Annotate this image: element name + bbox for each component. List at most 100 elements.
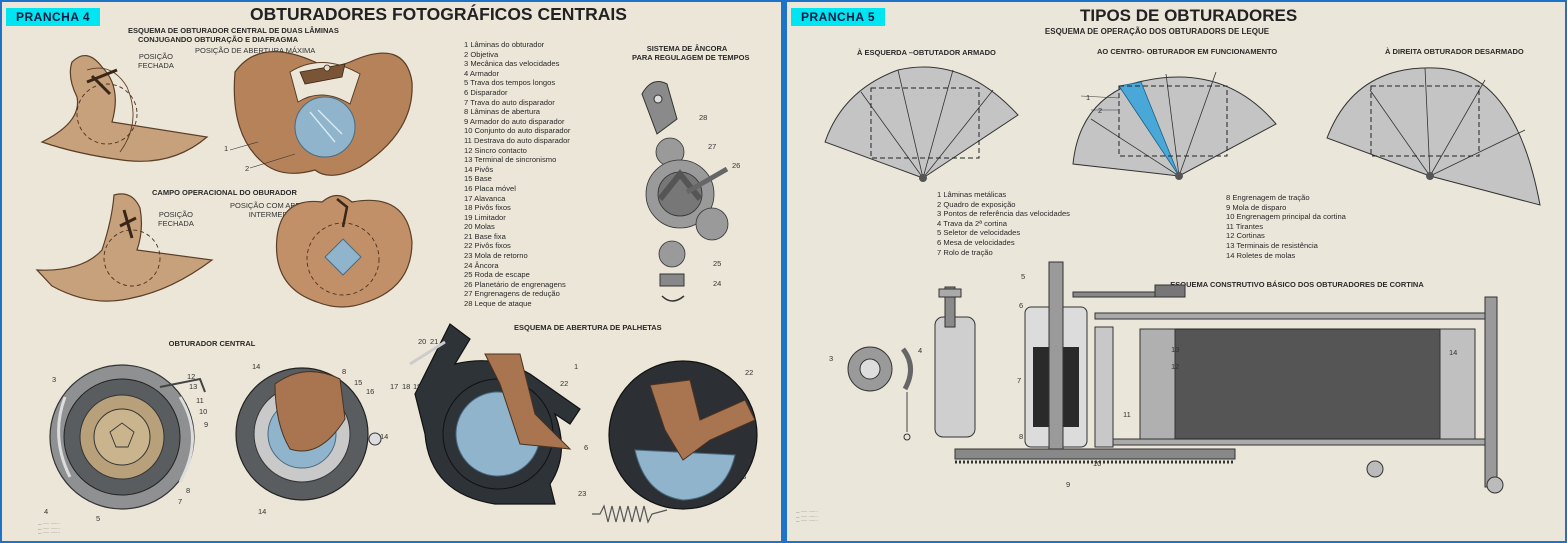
ref-28: 28 xyxy=(699,113,708,122)
legend-4-item: 2 Objetiva xyxy=(464,49,499,59)
legend-5-left-item: 7 Rolo de tração xyxy=(937,247,993,257)
label-operational-field: CAMPO OPERACIONAL DO OBURADOR xyxy=(152,188,297,197)
ref-12: 12 xyxy=(187,372,196,381)
ref-22-b: 22 xyxy=(745,368,754,377)
max-opening-figure xyxy=(229,51,413,176)
ref-23: 23 xyxy=(578,489,587,498)
ref-17: 17 xyxy=(390,382,399,391)
legend-4-item: 28 Leque de ataque xyxy=(464,299,532,309)
ref-3: 3 xyxy=(52,375,57,384)
ref-13: 13 xyxy=(189,382,198,391)
ref-18: 18 xyxy=(402,382,411,391)
ref-8: 8 xyxy=(186,486,191,495)
prancha-4-title: OBTURADORES FOTOGRÁFICOS CENTRAIS xyxy=(250,4,627,24)
legend-4-item: 15 Base xyxy=(464,174,492,184)
legend-5-right-item: 12 Cortinas xyxy=(1226,231,1265,241)
label-closed-position-2: POSIÇÃO FECHADA xyxy=(158,210,194,228)
legend-5-left-item: 6 Mesa de velocidades xyxy=(937,237,1015,247)
label-central-shutter: OBTURADOR CENTRAL xyxy=(168,339,256,348)
label-closed-position-1: POSIÇÃO FECHADA xyxy=(138,52,174,70)
prancha-4-panel: PRANCHA 4 OBTURADORES FOTOGRÁFICOS CENTR… xyxy=(2,2,781,541)
legend-4-item: 13 Terminal de sincronismo xyxy=(464,155,557,165)
ref-14-b: 14 xyxy=(380,432,389,441)
ref-5-8: 8 xyxy=(1019,432,1024,441)
ref-16: 16 xyxy=(366,387,375,396)
ref-5-7: 7 xyxy=(1017,376,1022,385)
legend-5-left-item: 2 Quadro de exposição xyxy=(937,199,1016,209)
anchor-system-title-1: SISTEMA DE ÂNCORA xyxy=(646,44,728,53)
blade-opening-figure-2 xyxy=(608,360,758,510)
ref-5-3: 3 xyxy=(829,354,834,363)
ref-5-1: 1 xyxy=(1086,93,1091,102)
ref-27: 27 xyxy=(708,142,717,151)
closed-shutter-figure-2 xyxy=(35,193,214,302)
fine-print-left-4: — ······ ········ — ······ ········ — ··… xyxy=(38,522,60,535)
ref-26: 26 xyxy=(732,161,741,170)
legend-4-item: 17 Alavanca xyxy=(464,193,506,203)
blade-opening-figure-1 xyxy=(409,323,581,505)
ref-2: 2 xyxy=(245,164,250,173)
ref-5: 5 xyxy=(96,514,101,523)
legend-4-item: 1 Lâminas do obturador xyxy=(464,40,545,49)
prancha-4-badge: PRANCHA 4 xyxy=(6,8,101,26)
fan-shutter-working-figure xyxy=(1072,71,1277,180)
legend-4-item: 12 Sincro contacto xyxy=(464,145,527,155)
prancha-5-subtitle: ESQUEMA DE OPERAÇÃO DOS OBTURADORS DE LE… xyxy=(1044,27,1270,36)
ref-8-c: 8 xyxy=(742,472,747,481)
ref-5-9: 9 xyxy=(1066,480,1071,489)
legend-5-right-item: 8 Engrenagem de tração xyxy=(1226,193,1310,202)
ref-20: 20 xyxy=(418,337,427,346)
ref-1-b: 1 xyxy=(574,362,579,371)
legend-5-right-item: 10 Engrenagem principal da cortina xyxy=(1226,212,1346,222)
label-blade-opening-scheme: ESQUEMA DE ABERTURA DE PALHETAS xyxy=(514,323,662,332)
central-shutter-mechanism-figure xyxy=(49,364,206,510)
legend-4-item: 3 Mecânica das velocidades xyxy=(464,59,560,69)
subtitle-line-1: ESQUEMA DE OBTURADOR CENTRAL DE DUAS LÂM… xyxy=(128,26,339,35)
legend-5-right-item: 14 Roletes de molas xyxy=(1226,250,1296,260)
legend-4-item: 27 Engrenagens de redução xyxy=(464,289,560,299)
closed-shutter-figure-1 xyxy=(40,55,209,162)
ref-7: 7 xyxy=(178,497,183,506)
legend-5-right-item: 11 Tirantes xyxy=(1226,221,1264,231)
ref-5-12: 12 xyxy=(1171,362,1180,371)
ref-24: 24 xyxy=(713,279,722,288)
legend-4-item: 10 Conjunto do auto disparador xyxy=(464,126,571,136)
ref-21: 21 xyxy=(430,337,439,346)
ref-5-14: 14 xyxy=(1449,348,1458,357)
label-disarmed-right: À DIREITA OBTURADOR DESARMADO xyxy=(1385,47,1524,56)
label-max-opening: POSIÇÃO DE ABERTURA MÁXIMA xyxy=(195,46,316,55)
legend-4-item: 7 Trava do auto disparador xyxy=(464,97,555,107)
fan-shutter-disarmed-figure xyxy=(1326,67,1541,206)
ref-14-c: 14 xyxy=(258,507,267,516)
legend-4-item: 11 Destrava do auto disparador xyxy=(464,135,570,145)
ref-1: 1 xyxy=(224,144,229,153)
legend-5-left-item: 5 Seletor de velocidades xyxy=(937,228,1021,238)
ref-8-b: 8 xyxy=(342,367,347,376)
legend-5-left-item: 1 Lâminas metálicas xyxy=(937,190,1007,199)
ref-5-4: 4 xyxy=(918,346,923,355)
legend-4-item: 24 Âncora xyxy=(464,260,499,270)
label-working-center: AO CENTRO- OBTURADOR EM FUNCIONAMENTO xyxy=(1097,47,1278,56)
anchor-system-title-2: PARA REGULAGEM DE TEMPOS xyxy=(632,53,750,62)
legend-4-item: 16 Placa móvel xyxy=(464,183,516,193)
ref-9: 9 xyxy=(204,420,209,429)
curtain-shutter-construction-figure xyxy=(847,261,1504,494)
legend-4-item: 22 Pivôs fixos xyxy=(464,241,511,251)
legend-5-left-item: 3 Pontos de referência das velocidades xyxy=(937,209,1070,219)
return-spring-figure xyxy=(592,504,668,524)
ref-19: 19 xyxy=(413,382,422,391)
ref-15: 15 xyxy=(354,378,363,387)
fan-shutter-armed-figure xyxy=(824,66,1019,182)
legend-4-item: 14 Pivôs xyxy=(464,164,494,174)
ref-22-a: 22 xyxy=(560,379,569,388)
ref-6: 6 xyxy=(584,443,589,452)
ref-25: 25 xyxy=(713,259,722,268)
ref-5-2: 2 xyxy=(1098,106,1103,115)
legend-4-item: 9 Armador do auto disparador xyxy=(464,116,565,126)
ref-4: 4 xyxy=(44,507,49,516)
curtain-shutter-title: ESQUEMA CONSTRUTIVO BÁSICO DOS OBTURADOR… xyxy=(1170,280,1424,289)
legend-4-item: 21 Base fixa xyxy=(464,231,506,241)
